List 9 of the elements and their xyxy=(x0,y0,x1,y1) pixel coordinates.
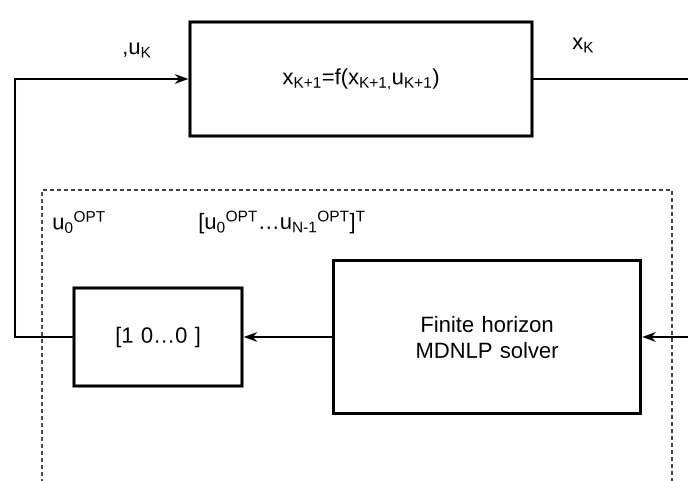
process-box: [1 0…0 ] xyxy=(72,286,244,388)
signal-label: [u$_{0}$$^{OPT}$…u$_{N-1}$$^{OPT}$]$^{T}$ xyxy=(200,210,365,234)
signal-label: x$_{K}$ xyxy=(572,37,594,53)
dashed-frame xyxy=(41,189,673,481)
process-box: Finite horizon MDNLP solver xyxy=(332,259,642,415)
line xyxy=(534,78,688,80)
signal-label: ,u$_{K}$ xyxy=(124,42,151,58)
signal-label: u$_{0}$OPT xyxy=(54,210,105,234)
process-box: x$_{K+1}$=f(x$_{K+1,}$u$_{K+1}$) xyxy=(188,20,534,138)
